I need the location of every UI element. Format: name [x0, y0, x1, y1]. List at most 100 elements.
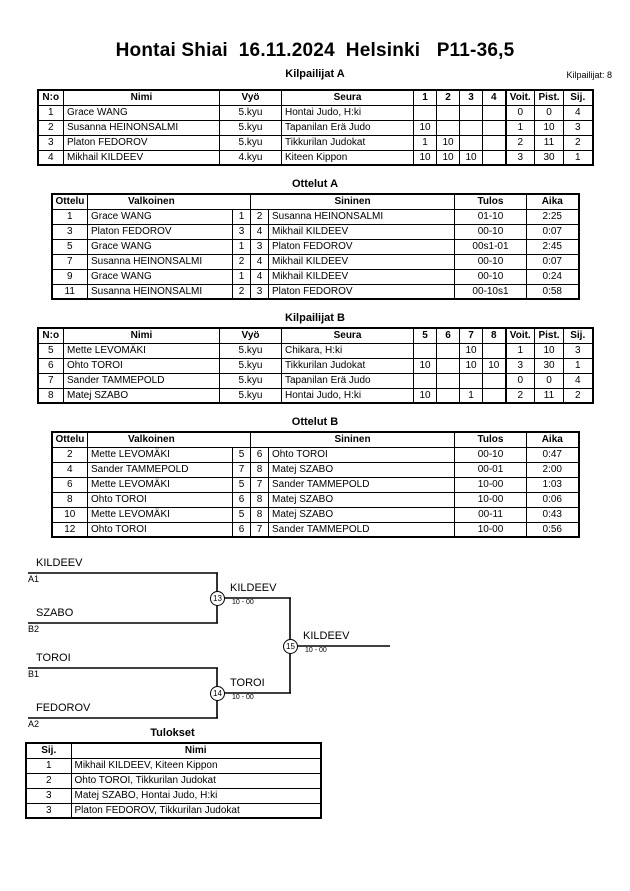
cell-wins: 3	[504, 357, 535, 374]
cell-name: Grace WANG	[63, 104, 220, 121]
bracket-entry-name: TOROI	[36, 652, 71, 664]
results-section: Tulokset Sij. Nimi 1 Mikhail KILDEEV, Ki…	[0, 727, 630, 819]
cell-blue-no: 4	[250, 223, 269, 240]
bracket-winner-name: KILDEEV	[303, 630, 350, 642]
cell-white-no: 2	[232, 283, 251, 300]
cell-match-num: 12	[51, 521, 88, 538]
cell-blue: Matej SZABO	[268, 461, 455, 478]
cell-white: Grace WANG	[87, 238, 233, 255]
cell-white-no: 7	[232, 461, 251, 478]
col-rank: Sij.	[563, 327, 593, 344]
col-match-num: Ottelu	[51, 431, 88, 448]
cell-points: 10	[534, 342, 564, 359]
cell-blue-no: 2	[250, 208, 269, 225]
cell-match-num: 4	[51, 461, 88, 478]
cell-white: Ohto TOROI	[87, 521, 233, 538]
cell-match-num: 3	[51, 223, 88, 240]
cell-blue: Mikhail KILDEEV	[268, 268, 455, 285]
bracket-match-number[interactable]: 14	[210, 686, 225, 701]
bracket-entry-name: FEDOROV	[36, 702, 91, 714]
col-blue: Sininen	[250, 193, 455, 210]
cell-result: 01-10	[454, 208, 527, 225]
cell-name: Platon FEDOROV	[63, 134, 220, 151]
table-row: 7 Susanna HEINONSALMI 2 4 Mikhail KILDEE…	[51, 253, 579, 270]
cell-score-7: 1	[459, 387, 483, 404]
cell-white: Mette LEVOMÄKI	[87, 446, 233, 463]
cell-no: 1	[37, 104, 64, 121]
table-row: 2 Mette LEVOMÄKI 5 6 Ohto TOROI 00-10 0:…	[51, 446, 579, 463]
cell-result: 00-11	[454, 506, 527, 523]
cell-points: 10	[534, 119, 564, 136]
cell-blue: Mikhail KILDEEV	[268, 253, 455, 270]
cell-blue-no: 8	[250, 506, 269, 523]
table-row: 3 Platon FEDOROV, Tikkurilan Judokat	[25, 802, 322, 819]
matches-table-a: Ottelu Valkoinen Sininen Tulos Aika 1 Gr…	[50, 193, 580, 300]
col-no: N:o	[37, 89, 64, 106]
table-row: 2 Susanna HEINONSALMI 5.kyu Tapanilan Er…	[37, 119, 593, 136]
table-header-row: N:o Nimi Vyö Seura 1 2 3 4 Voit. Pist. S…	[37, 89, 593, 106]
cell-blue-no: 8	[250, 491, 269, 508]
col-white: Valkoinen	[87, 431, 251, 448]
col-belt: Vyö	[219, 89, 282, 106]
col-opp-1: 1	[413, 89, 437, 106]
cell-blue-no: 8	[250, 461, 269, 478]
bracket-entry-seed: A1	[28, 574, 40, 584]
cell-name: Matej SZABO	[63, 387, 220, 404]
cell-time: 2:45	[526, 238, 579, 255]
table-row: 12 Ohto TOROI 6 7 Sander TAMMEPOLD 10-00…	[51, 521, 579, 538]
cell-score-1: 10	[413, 119, 437, 136]
cell-score-8	[482, 342, 506, 359]
cell-no: 6	[37, 357, 64, 374]
col-belt: Vyö	[219, 327, 282, 344]
cell-white: Grace WANG	[87, 268, 233, 285]
matches-table-b: Ottelu Valkoinen Sininen Tulos Aika 2 Me…	[50, 431, 580, 538]
cell-points: 11	[534, 387, 564, 404]
cell-name: Sander TAMMEPOLD	[63, 372, 220, 389]
cell-blue-no: 6	[250, 446, 269, 463]
col-rank: Sij.	[563, 89, 593, 106]
competitors-table-b: N:o Nimi Vyö Seura 5 6 7 8 Voit. Pist. S…	[36, 327, 594, 404]
table-header-row: Ottelu Valkoinen Sininen Tulos Aika	[51, 193, 579, 210]
cell-match-num: 2	[51, 446, 88, 463]
cell-score-4	[482, 149, 506, 166]
cell-name: Mikhail KILDEEV	[63, 149, 220, 166]
cell-time: 0:56	[526, 521, 579, 538]
cell-white: Mette LEVOMÄKI	[87, 476, 233, 493]
page-title: Hontai Shiai 16.11.2024 Helsinki P11-36,…	[115, 40, 515, 61]
cell-name: Susanna HEINONSALMI	[63, 119, 220, 136]
cell-score-8: 10	[482, 357, 506, 374]
cell-score-4	[482, 134, 506, 151]
cell-score-1: 10	[413, 149, 437, 166]
table-row: 4 Mikhail KILDEEV 4.kyu Kiteen Kippon 10…	[37, 149, 593, 166]
bracket-match-number[interactable]: 15	[283, 639, 298, 654]
col-result: Tulos	[454, 431, 527, 448]
cell-rank: 3	[25, 787, 72, 804]
cell-no: 8	[37, 387, 64, 404]
cell-score-3	[459, 134, 483, 151]
col-blue: Sininen	[250, 431, 455, 448]
cell-white-no: 6	[232, 521, 251, 538]
cell-result: 10-00	[454, 521, 527, 538]
cell-blue: Sander TAMMEPOLD	[268, 476, 455, 493]
cell-rank: 1	[563, 357, 593, 374]
cell-score-3	[459, 119, 483, 136]
results-table: Sij. Nimi 1 Mikhail KILDEEV, Kiteen Kipp…	[25, 742, 322, 819]
cell-time: 0:24	[526, 268, 579, 285]
col-opp-7: 7	[459, 327, 483, 344]
cell-time: 0:58	[526, 283, 579, 300]
cell-score-1	[413, 104, 437, 121]
cell-score-1: 1	[413, 134, 437, 151]
cell-points: 0	[534, 372, 564, 389]
cell-blue-no: 7	[250, 521, 269, 538]
cell-time: 0:06	[526, 491, 579, 508]
bracket-match-score: 10 - 00	[305, 647, 327, 654]
bracket-match-number[interactable]: 13	[210, 591, 225, 606]
col-name: Nimi	[63, 89, 220, 106]
cell-no: 4	[37, 149, 64, 166]
table-header-row: Ottelu Valkoinen Sininen Tulos Aika	[51, 431, 579, 448]
cell-score-3: 10	[459, 149, 483, 166]
results-title: Tulokset	[150, 727, 195, 739]
cell-name: Mikhail KILDEEV, Kiteen Kippon	[70, 757, 322, 774]
cell-score-6	[436, 357, 460, 374]
cell-white-no: 5	[232, 506, 251, 523]
